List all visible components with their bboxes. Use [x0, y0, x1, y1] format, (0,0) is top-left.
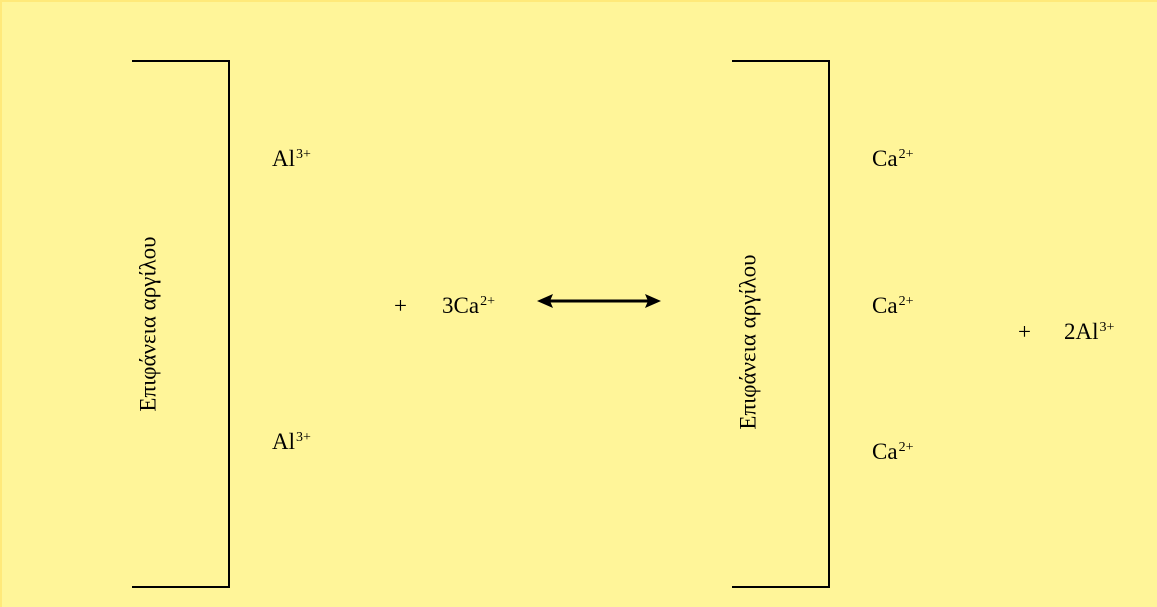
left-surface-ion-bottom: Al3+: [272, 430, 311, 453]
left-surface-bracket: [132, 60, 230, 588]
double-headed-arrow-icon: [537, 294, 661, 308]
reactant-ion: 3Ca2+: [442, 294, 495, 317]
ion-symbol: Ca: [872, 146, 898, 171]
arrow-head-left: [537, 294, 553, 308]
right-surface-ion-bottom: Ca2+: [872, 440, 913, 463]
ion-symbol: Al: [272, 429, 295, 454]
right-surface-label: Επιφάνεια αργίλου: [735, 254, 761, 430]
reactant-plus-sign: +: [394, 293, 407, 318]
ion-charge: 3+: [296, 147, 311, 163]
ion-symbol: Ca: [872, 293, 898, 318]
left-surface-ion-top: Al3+: [272, 147, 311, 170]
ion-charge: 2+: [898, 294, 914, 310]
ion-charge: 2+: [480, 294, 495, 310]
ion-symbol: Ca: [872, 439, 898, 464]
ion-charge: 2+: [898, 147, 914, 163]
ion-charge: 3+: [1099, 320, 1115, 336]
left-surface-label: Επιφάνεια αργίλου: [135, 236, 161, 412]
ion-symbol: 3Ca: [442, 293, 480, 318]
ion-charge: 2+: [898, 440, 914, 456]
right-surface-ion-middle: Ca2+: [872, 294, 913, 317]
ion-symbol: Al: [272, 146, 295, 171]
product-ion: 2Al3+: [1064, 320, 1114, 343]
ion-charge: 3+: [296, 430, 311, 446]
right-surface-bracket: [732, 60, 830, 588]
product-plus-sign: +: [1018, 319, 1031, 344]
ion-symbol: 2Al: [1064, 319, 1099, 344]
right-surface-ion-top: Ca2+: [872, 147, 913, 170]
arrow-head-right: [645, 294, 661, 308]
